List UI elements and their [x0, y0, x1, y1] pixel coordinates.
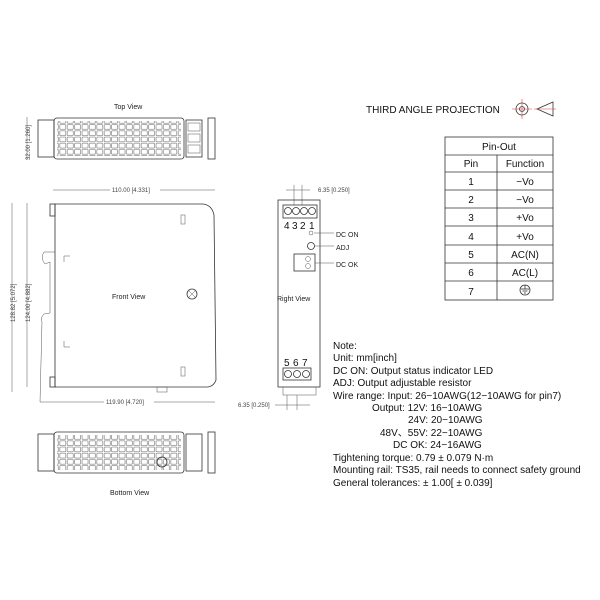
bottom-view [37, 431, 216, 474]
dim-top-height: 32.00 [1.260] [26, 125, 32, 160]
svg-text:AC(L): AC(L) [512, 268, 538, 279]
svg-text:1: 1 [468, 177, 474, 188]
notes: Note: Unit: mm[inch] DC ON: Output statu… [333, 341, 581, 489]
svg-text:2: 2 [300, 221, 306, 232]
dc-ok-label: DC OK [336, 262, 359, 269]
svg-text:ADJ: Output adjustable resisto: ADJ: Output adjustable resistor [333, 378, 472, 389]
svg-text:Output: 12V: 16−10AWG: Output: 12V: 16−10AWG [372, 403, 482, 414]
bottom-pin-numbers: 5 6 7 [284, 358, 308, 369]
third-angle-projection-icon [512, 99, 556, 119]
svg-text:5: 5 [284, 358, 290, 369]
top-view-label: Top View [114, 104, 143, 111]
svg-text:48V、55V: 22−10AWG: 48V、55V: 22−10AWG [380, 428, 483, 439]
svg-text:−Vo: −Vo [516, 177, 534, 188]
svg-text:3: 3 [292, 221, 298, 232]
table-row: 2 −Vo [468, 195, 534, 206]
svg-text:6: 6 [468, 268, 474, 279]
table-row: 3 +Vo [468, 213, 534, 224]
svg-text:Note:: Note: [333, 341, 357, 352]
right-view-label: Right View [277, 296, 311, 303]
svg-text:4: 4 [284, 221, 290, 232]
function-header: Function [506, 159, 544, 170]
table-row: 5 AC(N) [468, 250, 539, 261]
svg-text:5: 5 [468, 250, 474, 261]
table-row: 4 +Vo [468, 232, 534, 243]
svg-text:+Vo: +Vo [516, 213, 534, 224]
dim-body-height: 124.00 [4.882] [26, 283, 32, 322]
svg-text:Tightening torque: 0.79 ± 0.07: Tightening torque: 0.79 ± 0.079 N·m [333, 453, 493, 464]
dc-on-label: DC ON [336, 232, 359, 239]
front-view [39, 203, 217, 403]
ground-icon [519, 284, 531, 296]
svg-text:6: 6 [293, 358, 299, 369]
dim-total-width: 119.90 [4.720] [106, 400, 144, 406]
svg-text:DC OK: 24−16AWG: DC OK: 24−16AWG [393, 440, 482, 451]
dim-front-width: 110.00 [4.331] [112, 188, 150, 194]
table-row: 7 [468, 284, 531, 298]
svg-text:DC ON: Output status indicator: DC ON: Output status indicator LED [333, 366, 493, 377]
svg-text:2: 2 [468, 195, 474, 206]
svg-text:1: 1 [309, 221, 315, 232]
right-view [277, 199, 321, 396]
adj-label: ADJ [336, 245, 349, 252]
svg-text:+Vo: +Vo [516, 232, 534, 243]
svg-text:Mounting rail: TS35, rail need: Mounting rail: TS35, rail needs to conne… [333, 465, 581, 476]
svg-text:AC(N): AC(N) [511, 250, 539, 261]
dim-pitch-bottom: 6.35 [0.250] [238, 403, 270, 409]
pinout-title: Pin-Out [482, 142, 516, 153]
pin-header: Pin [464, 159, 478, 170]
bottom-view-label: Bottom View [110, 490, 150, 497]
table-row: 6 AC(L) [468, 268, 538, 279]
projection-label: THIRD ANGLE PROJECTION [366, 105, 500, 116]
dim-pitch-top: 6.35 [0.250] [318, 188, 350, 194]
front-view-label: Front View [112, 294, 146, 301]
dim-total-height: 128.82 [5.072] [11, 283, 17, 322]
svg-text:7: 7 [302, 358, 308, 369]
svg-text:3: 3 [468, 213, 474, 224]
top-view [37, 117, 216, 160]
table-row: 1 −Vo [468, 177, 534, 188]
svg-text:−Vo: −Vo [516, 195, 534, 206]
top-pin-numbers: 4 3 2 1 [284, 221, 315, 232]
svg-text:Wire range: Input: 26−10AWG(12: Wire range: Input: 26−10AWG(12−10AWG for… [333, 391, 561, 402]
svg-text:4: 4 [468, 232, 474, 243]
svg-text:Unit: mm[inch]: Unit: mm[inch] [333, 353, 397, 364]
svg-text:24V: 20−10AWG: 24V: 20−10AWG [408, 415, 483, 426]
svg-text:7: 7 [468, 287, 474, 298]
svg-text:General tolerances: ± 1.00[ ±: General tolerances: ± 1.00[ ± 0.039] [333, 478, 493, 489]
pinout-table: Pin-Out Pin Function 1 −Vo 2 −Vo 3 +Vo 4 +Vo… [444, 136, 554, 301]
